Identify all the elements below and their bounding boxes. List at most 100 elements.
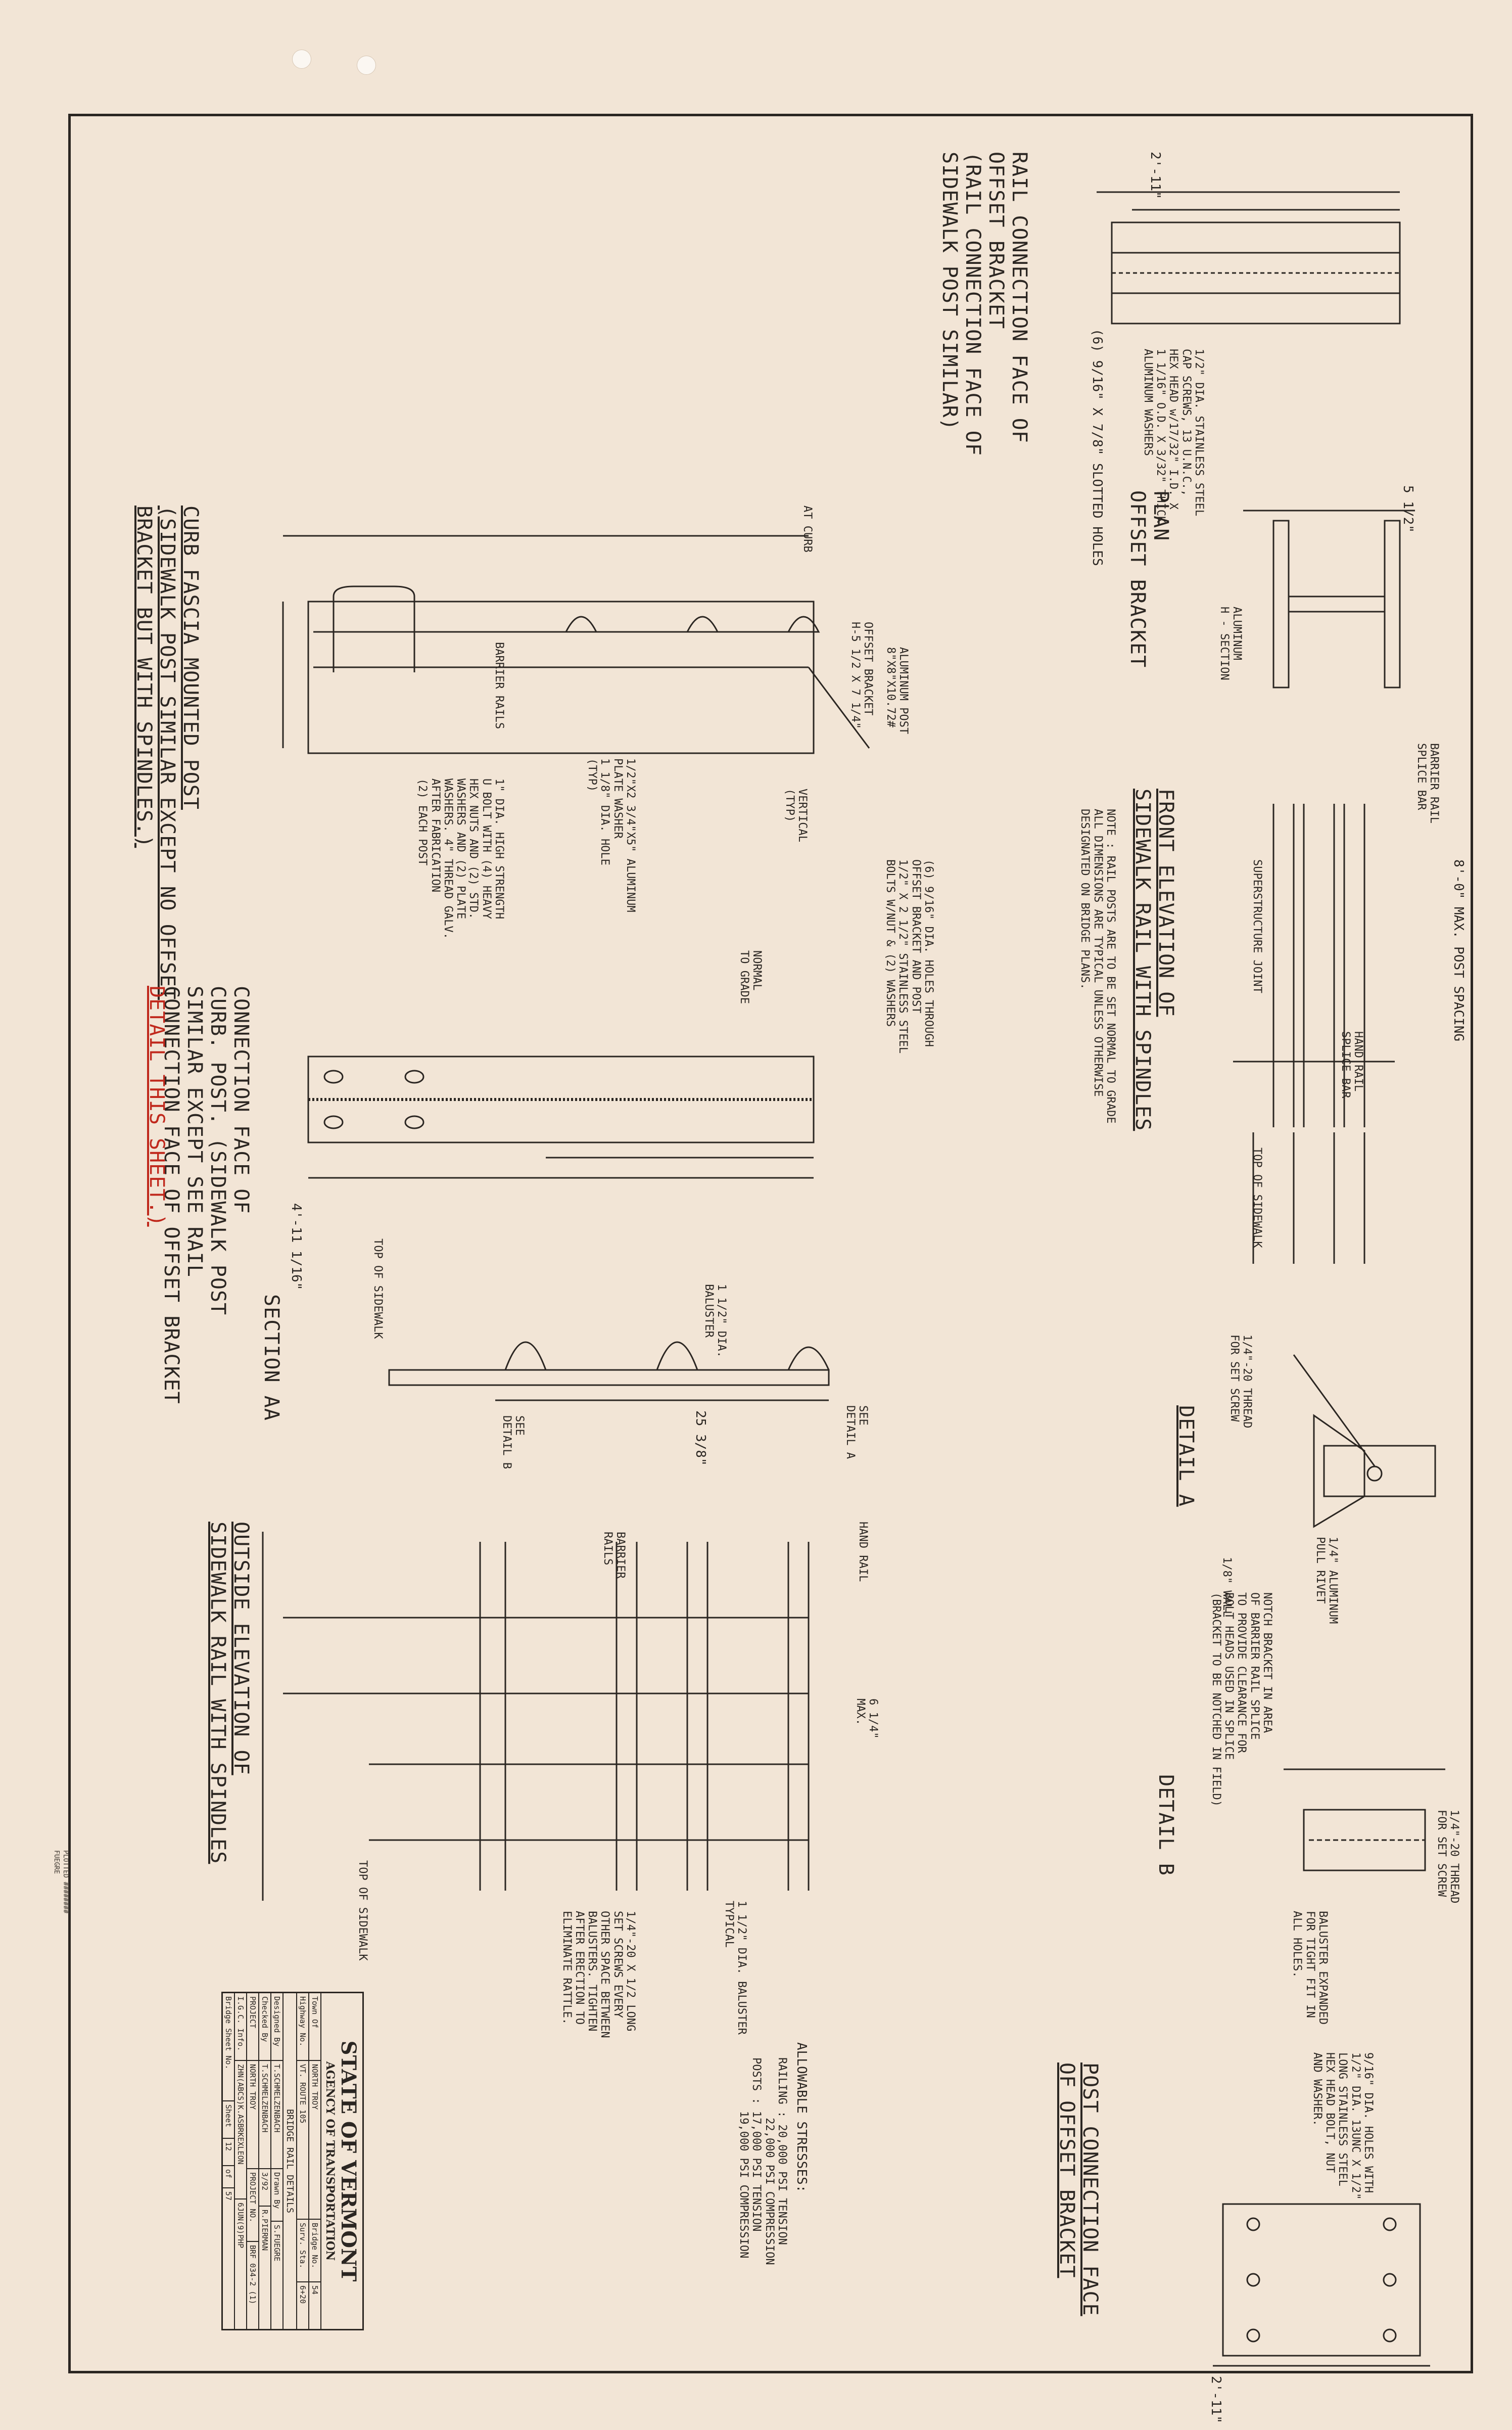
- dim-4-11: 4'-11 1/16": [289, 1203, 304, 1291]
- project-no-label: PROJECT NO.: [247, 2169, 258, 2242]
- barrier-rail-splice-label: BARRIER RAIL SPLICE BAR: [1414, 743, 1440, 823]
- checked-label: Checked By: [259, 1993, 270, 2061]
- vertical-label: VERTICAL (TYP): [783, 789, 809, 842]
- detail-b-lines: [1284, 1768, 1445, 1871]
- pull-rivet-label: 1/4" ALUMINUM PULL RIVET: [1313, 1537, 1339, 1624]
- front-elevation-title: FRONT ELEVATION OF SIDEWALK RAIL WITH SP…: [1131, 789, 1177, 1131]
- plotted-stamp: PLOTTED ########: [62, 1850, 69, 1914]
- surv-sta-label: Surv. Sta.: [297, 2220, 308, 2282]
- sheet-label: Sheet: [223, 2101, 234, 2139]
- allowable-stresses-text: RAILING : 20,000 PSI TENSION 22,000 PSI …: [737, 2057, 788, 2265]
- post-spacing-label: 8'-0" MAX. POST SPACING: [1451, 859, 1466, 1042]
- title-block: STATE OF VERMONT AGENCY OF TRANSPORTATIO…: [221, 1992, 364, 2330]
- highway-value: VT. ROUTE 105: [297, 2061, 308, 2220]
- drawing-border: [68, 114, 1473, 2373]
- baluster-typical-label: 1 1/2" DIA. BALUSTER TYPICAL: [722, 1901, 748, 2035]
- barrier-rails-elev-label: BARRIER RAILS: [601, 1532, 627, 1579]
- punch-hole: [357, 56, 376, 75]
- elev-top-sidewalk-label: TOP OF SIDEWALK: [356, 1860, 369, 1961]
- top-of-sidewalk-label: TOP OF SIDEWALK: [1251, 1148, 1263, 1248]
- connection-face-title: CONNECTION FACE OF CURB. POST. (SIDEWALK…: [160, 986, 253, 1404]
- igc-label: I.G.C. Info.: [235, 1993, 246, 2061]
- detail-a-lines: [1293, 1354, 1436, 1528]
- project-no-value: BRF 034-2 (1): [248, 2245, 257, 2305]
- outside-elevation-title: OUTSIDE ELEVATION OF SIDEWALK RAIL WITH …: [206, 1522, 253, 1864]
- h-section-label: ALUMINUM H - SECTION: [1217, 607, 1243, 680]
- dim-2-11-post: 2'-11": [1208, 2376, 1223, 2423]
- project-label: PROJECT: [247, 1993, 258, 2061]
- sheet-title-row: BRIDGE RAIL DETAILS: [284, 1993, 297, 2329]
- detail-b-title: DETAIL B: [1154, 1774, 1177, 1876]
- highway-label: Highway No.: [297, 1993, 308, 2061]
- normal-to-grade-label: NORMAL TO GRADE: [737, 950, 763, 1004]
- designed-label: Designed By: [271, 1993, 282, 2061]
- hand-rail-splice-label: HAND RAIL SPLICE BAR: [1339, 1031, 1364, 1098]
- supervisor-value: R.PIERMAN: [260, 2210, 269, 2251]
- checked-row: Checked By T.SCHMELZENBACH 3/92 R.PIERMA…: [259, 1993, 271, 2329]
- see-detail-b-label: SEE DETAIL B: [500, 1415, 526, 1469]
- punch-hole: [292, 50, 311, 69]
- front-elevation-lines: [1233, 804, 1395, 1264]
- curb-post-section: [282, 535, 870, 754]
- project-row: PROJECT NORTH TROY PROJECT NO. BRF 034-2…: [247, 1993, 259, 2329]
- drawn-label: Drawn By: [271, 2169, 282, 2222]
- bridge-no-value: 54: [310, 2285, 319, 2295]
- plate-washer-label: 1/2"X2 3/4"X5" ALUMINUM PLATE WASHER 1 1…: [586, 758, 637, 912]
- town-label: Town Of: [309, 1993, 320, 2061]
- agency-title: AGENCY OF TRANSPORTATION: [323, 2061, 337, 2261]
- plan-offset-bracket-title: PLAN OFFSET BRACKET: [1126, 490, 1172, 668]
- town-value: NORTH TROY: [309, 2061, 320, 2220]
- sheet-row: Bridge Sheet No. Sheet 12 of 57: [223, 1993, 235, 2329]
- slotted-holes-note: (6) 9/16" X 7/8" SLOTTED HOLES: [1090, 329, 1105, 566]
- barrier-rails-label: BARRIER RAILS: [493, 642, 505, 729]
- post-connection-holes-note: 9/16" DIA. HOLES WITH 1/2" DIA. 13UNC X …: [1310, 2052, 1375, 2200]
- state-title: STATE OF VERMONT: [337, 2040, 360, 2282]
- superstructure-joint-label: SUPERSTRUCTURE JOINT: [1251, 859, 1263, 993]
- igc-row: I.G.C. Info. ZHN(ABCS)K.ASBRKEXLEON 6JUN…: [235, 1993, 247, 2329]
- sheet-number: 12: [223, 2139, 234, 2166]
- igc-value: ZHN(ABCS)K.ASBRKEXLEON: [235, 2061, 246, 2199]
- front-elevation-note: NOTE : RAIL POSTS ARE TO BE SET NORMAL T…: [1078, 809, 1117, 1124]
- town-row: Town Of NORTH TROY Bridge No. 54: [309, 1993, 321, 2329]
- drawn-value: S.FUEGRE: [272, 2225, 281, 2262]
- curb-fascia-title: CURB FASCIA MOUNTED POST (SIDEWALK POST …: [132, 506, 202, 1000]
- post-connection-face-lines: [1213, 2203, 1430, 2367]
- section-aa-title: SECTION AA: [260, 1294, 283, 1421]
- offset-bracket-label: OFFSET BRACKET H-5 1/2 X 7 1/4": [848, 622, 874, 729]
- holes-through-bracket-label: (6) 9/16" DIA. HOLES THROUGH OFFSET BRAC…: [884, 859, 935, 1054]
- highway-row: Highway No. VT. ROUTE 105 Surv. Sta. 6+2…: [297, 1993, 309, 2329]
- sheet-title: BRIDGE RAIL DETAILS: [285, 2109, 295, 2213]
- hand-rail-label: HAND RAIL: [857, 1522, 869, 1582]
- connection-face-plate: [307, 1056, 815, 1179]
- designed-value: T.SCHMELZENBACH: [271, 2061, 282, 2169]
- notch-bracket-note: NOTCH BRACKET IN AREA OF BARRIER RAIL SP…: [1209, 1592, 1273, 1807]
- connection-face-red-note: DETAIL THIS SHEET.): [145, 986, 168, 1227]
- bridge-no-label: Bridge No.: [309, 2220, 320, 2282]
- designed-row: Designed By T.SCHMELZENBACH Drawn By S.F…: [271, 1993, 284, 2329]
- section-aa-lines: [388, 1341, 830, 1401]
- checked-value: T.SCHMELZENBACH: [259, 2061, 270, 2169]
- dim-5-1-2: 5 1/2": [1400, 485, 1415, 533]
- allowable-stresses-title: ALLOWABLE STRESSES:: [794, 2042, 809, 2193]
- detail-a-set-screw-label: 1/4"-20 THREAD FOR SET SCREW: [1227, 1335, 1253, 1429]
- u-bolt-label: 1" DIA. HIGH STRENGTH U BOLT WITH (4) HE…: [416, 778, 505, 939]
- date1-value: 3/92: [259, 2169, 270, 2207]
- bridge-sheet-label: Bridge Sheet No.: [223, 1993, 234, 2101]
- rail-connection-title: RAIL CONNECTION FACE OF OFFSET BRACKET (…: [938, 152, 1031, 456]
- dim-2-11: 2'-11": [1148, 152, 1163, 199]
- dim-25-3-8: 25 3/8": [693, 1410, 708, 1466]
- surv-sta-value: 6+20: [298, 2285, 307, 2304]
- aa-top-sidewalk-label: TOP OF SIDEWALK: [371, 1239, 384, 1339]
- set-screws-note: 1/4"-20 X 1/2 LONG SET SCREWS EVERY OTHE…: [560, 1911, 637, 2038]
- max-6-1-4-label: 6 1/4" MAX.: [854, 1699, 879, 1739]
- aluminum-post-label: ALUMINUM POST 8"X8"X10.72#: [884, 647, 910, 735]
- sheet-total: 57: [224, 2191, 233, 2201]
- detail-b-set-screw-label: 1/4"-20 THREAD FOR SET SCREW: [1435, 1810, 1460, 1904]
- detail-a-title: DETAIL A: [1174, 1405, 1198, 1507]
- baluster-expanded-note: BALUSTER EXPANDED FOR TIGHT FIT IN ALL H…: [1291, 1911, 1329, 2025]
- see-detail-a-label: SEE DETAIL A: [843, 1405, 869, 1459]
- sheet-of: of: [223, 2166, 234, 2188]
- baluster-label: 1 1/2" DIA. BALUSTER: [702, 1284, 728, 1358]
- plotter-name: FUEGRE: [53, 1850, 60, 1874]
